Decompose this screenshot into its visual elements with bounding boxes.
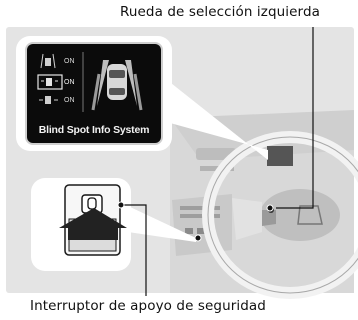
display-icons (37, 52, 143, 112)
multi-info-display: ON ON ON Blind Spot Info System (27, 44, 161, 143)
display-title: Blind Spot Info System (38, 124, 150, 136)
left-selector-wheel-label: Rueda de selección izquierda (120, 4, 321, 20)
blind-spot-car-icon (37, 74, 63, 90)
cross-traffic-icon (39, 96, 58, 104)
item-state-3: ON (64, 97, 75, 104)
lane-assist-icon (40, 53, 56, 69)
item-state-1: ON (64, 58, 75, 65)
safety-support-switch-label: Interruptor de apoyo de seguridad (30, 298, 266, 314)
item-state-2: ON (64, 79, 75, 86)
